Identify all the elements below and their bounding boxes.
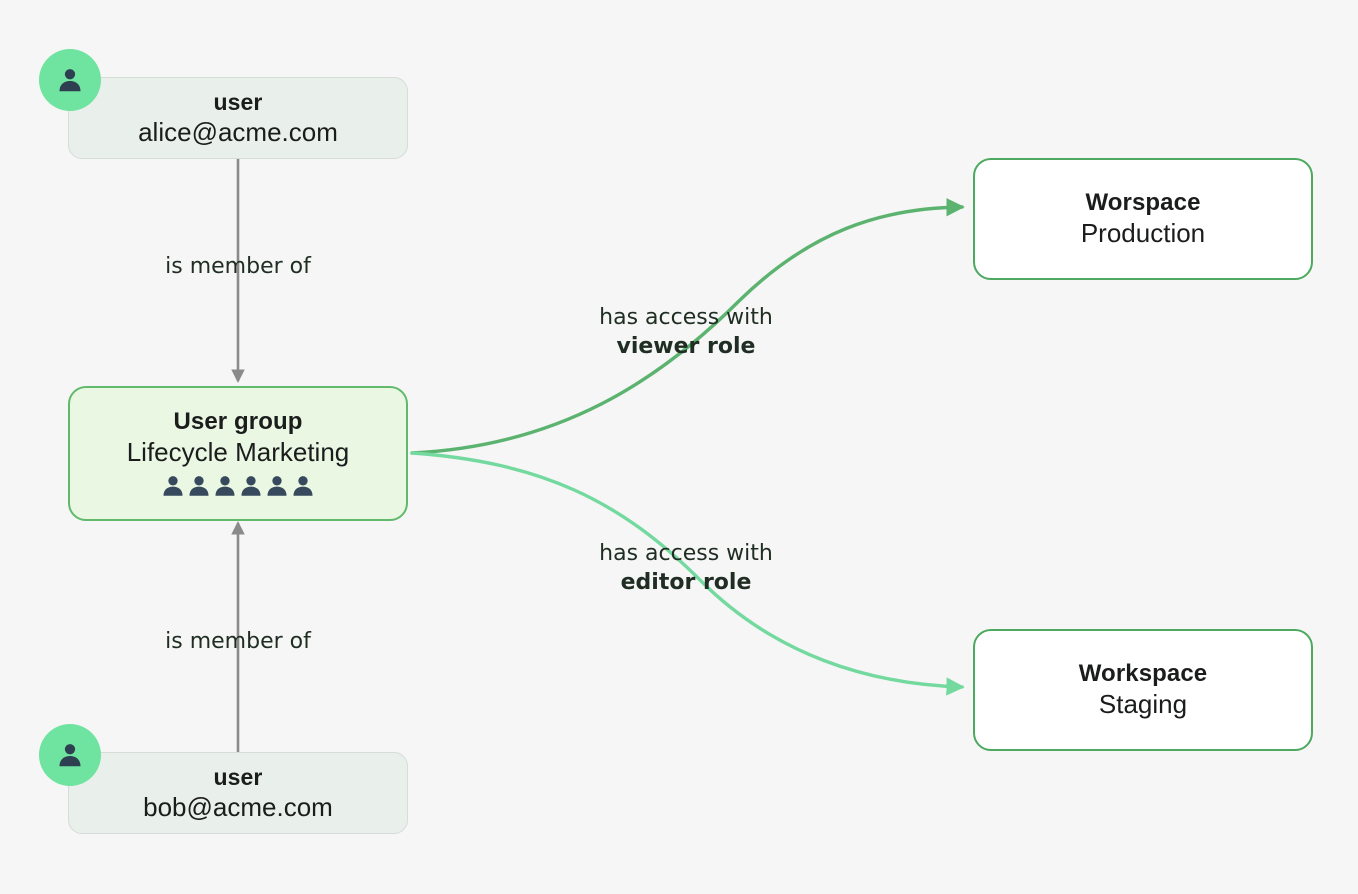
person-icon [189,476,209,497]
node-user-bob-email: bob@acme.com [143,791,333,822]
node-workspace-staging-title: Workspace [1078,660,1208,687]
node-user-group-title: User group [173,407,303,435]
person-icon [163,476,183,497]
node-user-alice-email: alice@acme.com [138,116,338,147]
edge-label-viewer-line2: viewer role [616,333,756,359]
person-icon [59,744,81,767]
edge-label-editor-line1: has access with [599,541,773,566]
avatar-user-alice [39,49,101,111]
edge-label-bob-membership: is member of [165,629,311,654]
edge-label-editor-line2: editor role [620,569,752,595]
edge-label-viewer-access: has access with viewer role [558,304,814,361]
node-user-bob-title: user [213,763,263,790]
person-icon [267,476,287,497]
node-workspace-production-title: Worspace [1085,189,1201,216]
group-member-icons [160,473,316,499]
node-user-bob[interactable]: user bob@acme.com [68,752,408,834]
node-user-alice[interactable]: user alice@acme.com [68,77,408,159]
node-workspace-staging-name: Staging [1098,689,1188,720]
edge-label-alice-membership: is member of [165,254,311,279]
edge-label-viewer-line1: has access with [599,305,773,330]
avatar-user-bob [39,724,101,786]
node-workspace-production-name: Production [1080,218,1206,249]
node-user-group[interactable]: User group Lifecycle Marketing [68,386,408,521]
node-workspace-production[interactable]: Worspace Production [973,158,1313,280]
person-icon [293,476,313,497]
person-icon [59,69,81,92]
node-user-group-name: Lifecycle Marketing [126,436,350,467]
node-user-alice-title: user [213,88,263,115]
node-workspace-staging[interactable]: Workspace Staging [973,629,1313,751]
edge-label-editor-access: has access with editor role [558,540,814,597]
person-icon [215,476,235,497]
person-icon [241,476,261,497]
